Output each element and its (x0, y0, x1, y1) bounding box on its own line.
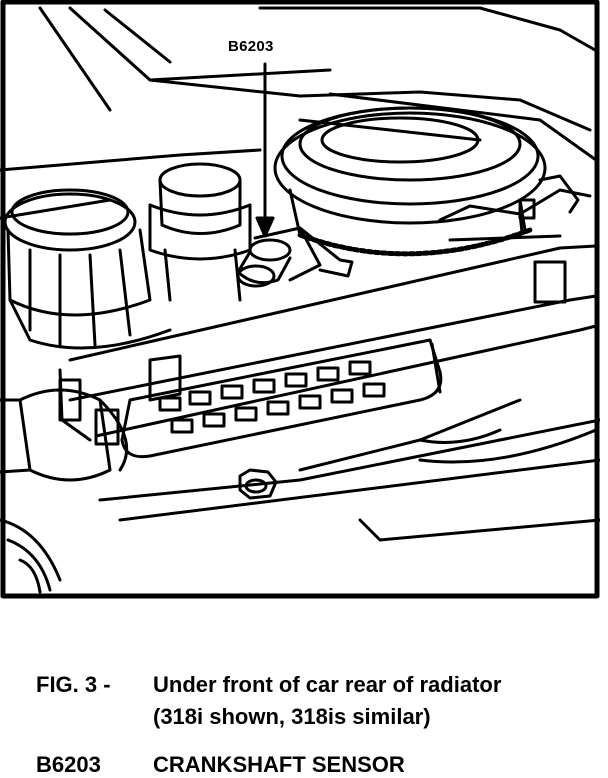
pulley (273, 106, 547, 257)
hood-edge (68, 6, 332, 82)
hood-line (38, 6, 112, 112)
hose (0, 378, 129, 482)
figure-description: Under front of car rear of radiator (153, 672, 502, 697)
slotted-bracket (120, 338, 443, 459)
crossmember (58, 244, 598, 442)
figure-subtitle: (318i shown, 318is similar) (153, 704, 431, 729)
legend-code: B6203 (36, 752, 101, 777)
filter-housing (3, 188, 172, 350)
engine-bay-line-drawing (0, 0, 600, 599)
figure-number: FIG. 3 - (36, 672, 111, 697)
figure-border (0, 0, 600, 599)
crankshaft-sensor (236, 226, 354, 288)
reservoir-cap (148, 162, 252, 302)
callout-label: B6203 (228, 38, 274, 55)
bracket (438, 174, 592, 242)
legend-description: CRANKSHAFT SENSOR (153, 752, 405, 777)
callout-arrow (255, 62, 275, 238)
